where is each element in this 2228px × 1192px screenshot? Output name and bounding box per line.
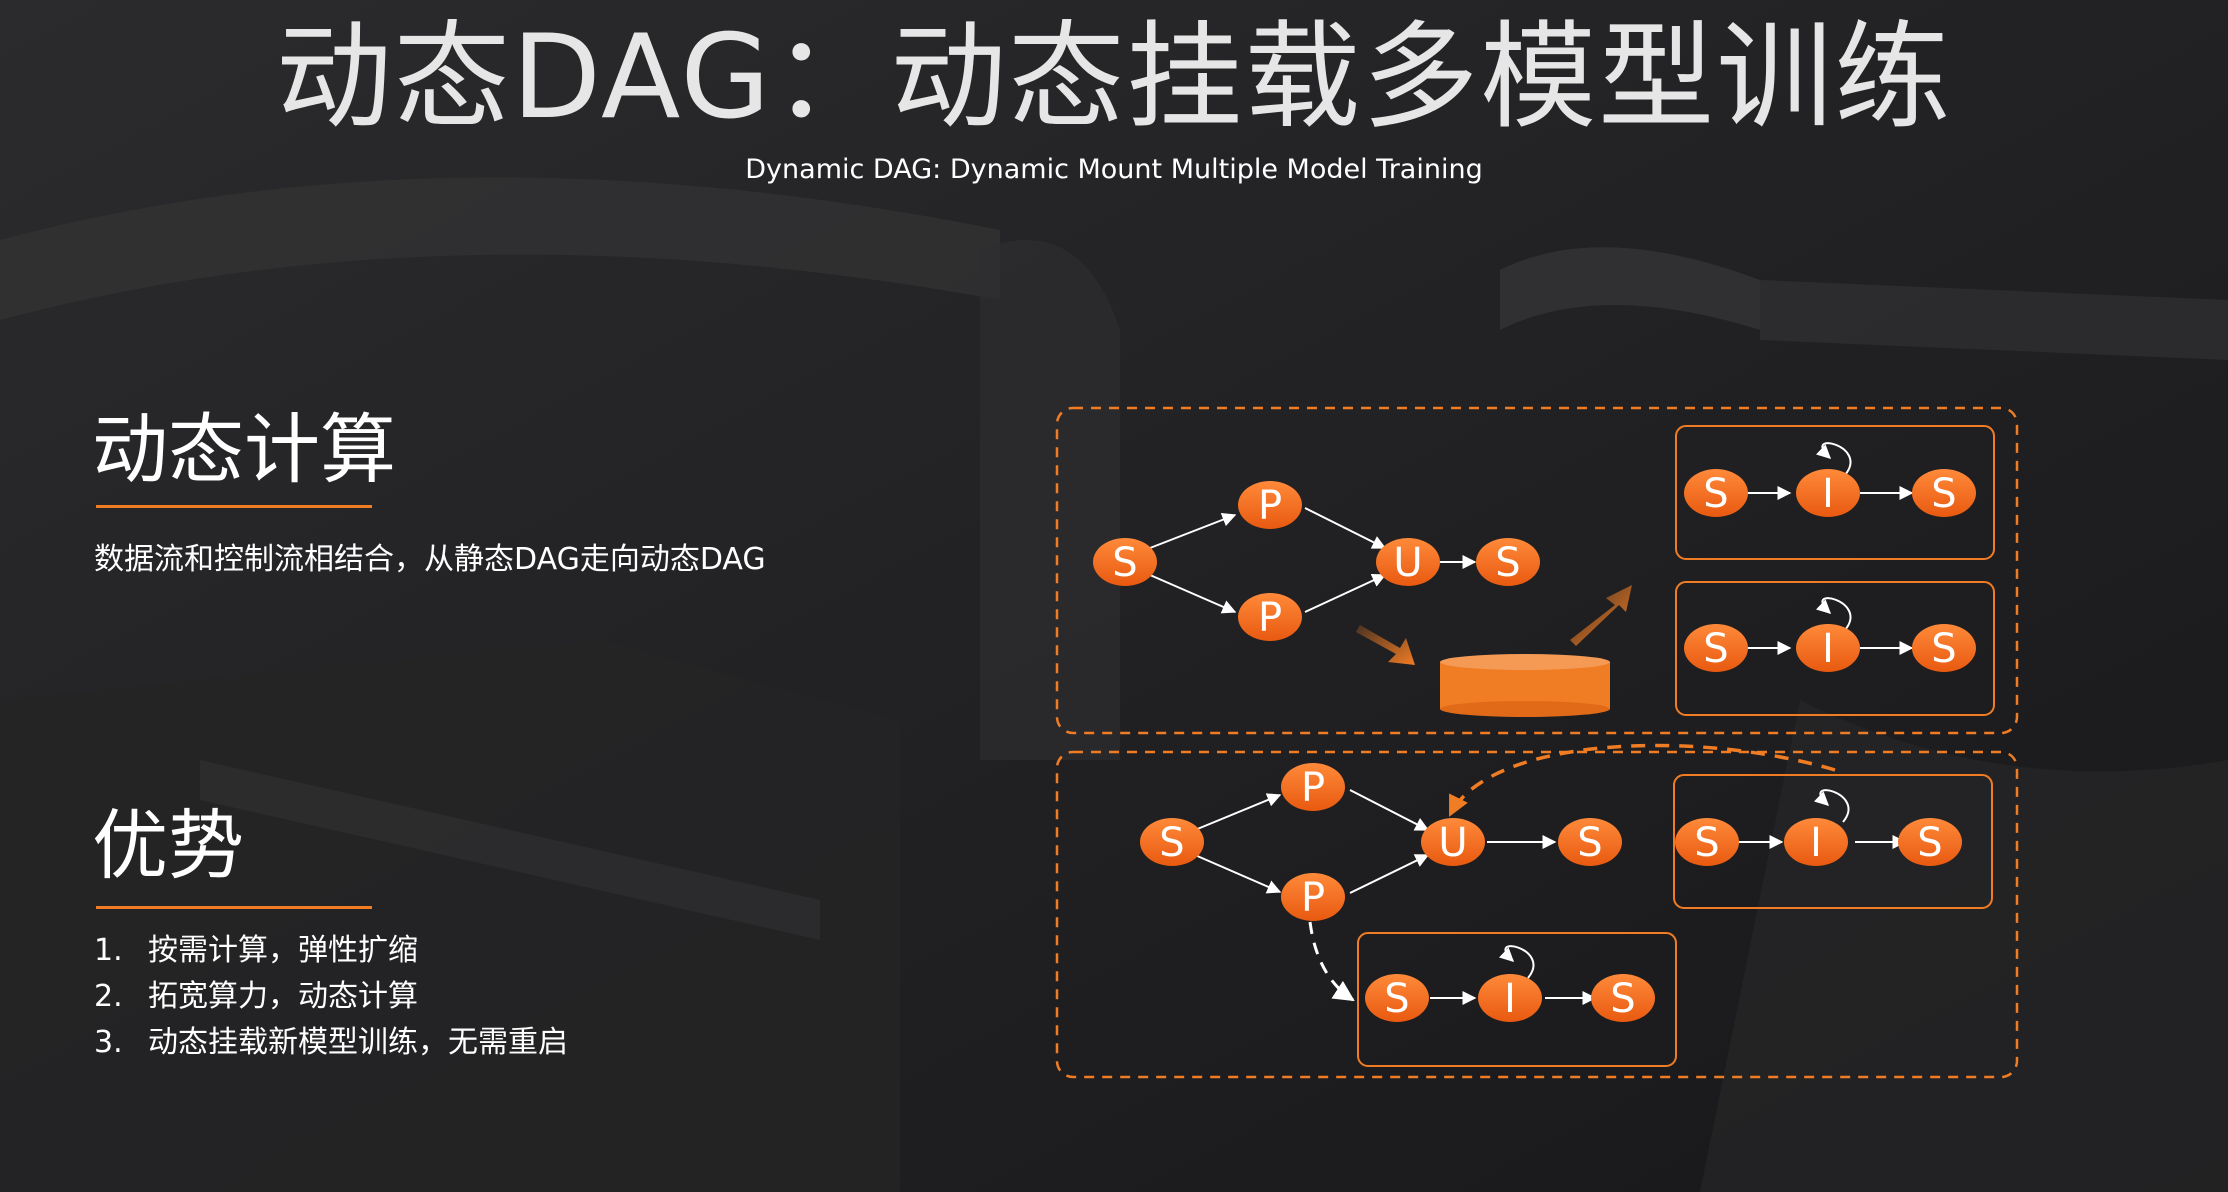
svg-text:I: I — [1822, 626, 1834, 672]
svg-text:S: S — [1703, 626, 1728, 672]
svg-text:I: I — [1810, 820, 1822, 866]
node-union: U — [1376, 538, 1440, 586]
svg-text:S: S — [1577, 820, 1602, 866]
node-process: P — [1281, 873, 1345, 921]
node-process: P — [1238, 593, 1302, 641]
bottom-dag-container — [1057, 752, 2017, 1077]
svg-text:I: I — [1504, 976, 1516, 1022]
svg-text:S: S — [1931, 626, 1956, 672]
node-source: S — [1675, 818, 1739, 866]
node-iterate: I — [1796, 469, 1860, 517]
node-process: P — [1238, 481, 1302, 529]
node-sink: S — [1898, 818, 1962, 866]
svg-text:P: P — [1301, 765, 1325, 811]
node-source: S — [1684, 469, 1748, 517]
node-process: P — [1281, 763, 1345, 811]
node-iterate: I — [1478, 974, 1542, 1022]
node-iterate: I — [1796, 624, 1860, 672]
svg-text:S: S — [1495, 540, 1520, 586]
node-sink: S — [1591, 974, 1655, 1022]
fat-arrow-in — [1356, 625, 1415, 665]
svg-text:S: S — [1694, 820, 1719, 866]
node-source: S — [1140, 818, 1204, 866]
self-loop-arrow — [1505, 946, 1533, 978]
svg-text:S: S — [1931, 471, 1956, 517]
node-sink: S — [1912, 469, 1976, 517]
svg-text:S: S — [1610, 976, 1635, 1022]
node-sink: S — [1912, 624, 1976, 672]
svg-text:S: S — [1917, 820, 1942, 866]
control-flow-arrow — [1450, 746, 1835, 815]
node-source: S — [1093, 538, 1157, 586]
self-loop-arrow — [1820, 790, 1848, 822]
svg-text:S: S — [1384, 976, 1409, 1022]
svg-text:I: I — [1822, 471, 1834, 517]
svg-text:P: P — [1258, 595, 1282, 641]
svg-text:P: P — [1301, 875, 1325, 921]
fat-arrow-out — [1570, 585, 1632, 646]
node-union: U — [1421, 818, 1485, 866]
node-sink: S — [1558, 818, 1622, 866]
node-source: S — [1684, 624, 1748, 672]
node-source: S — [1365, 974, 1429, 1022]
dynamic-mount-arrow — [1310, 922, 1353, 1000]
svg-text:U: U — [1393, 540, 1422, 586]
svg-text:U: U — [1438, 820, 1467, 866]
svg-text:P: P — [1258, 483, 1282, 529]
svg-text:S: S — [1159, 820, 1184, 866]
node-iterate: I — [1784, 818, 1848, 866]
storage-cylinder — [1440, 654, 1610, 717]
svg-text:S: S — [1703, 471, 1728, 517]
svg-text:S: S — [1112, 540, 1137, 586]
node-sink: S — [1476, 538, 1540, 586]
